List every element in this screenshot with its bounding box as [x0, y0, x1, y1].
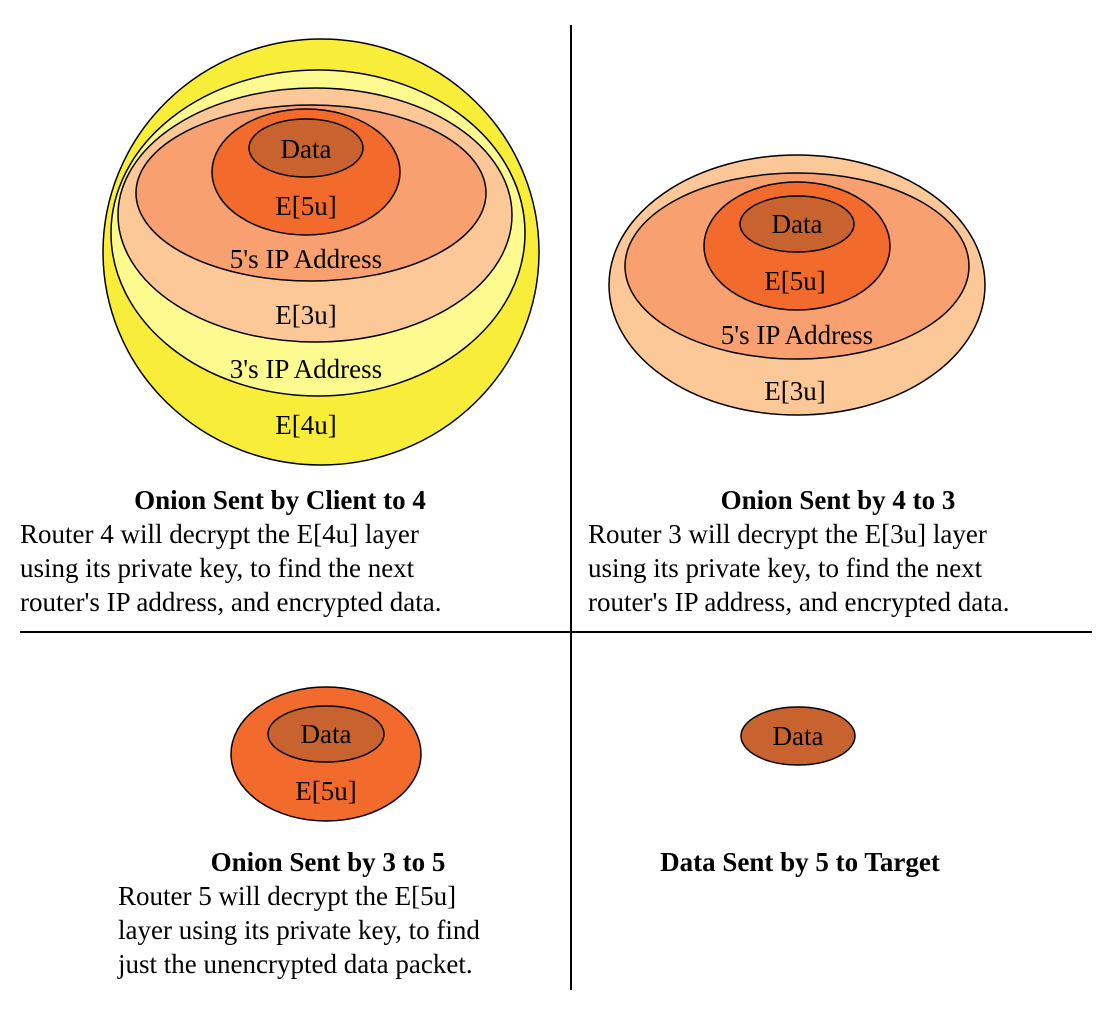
label-data: Data: [772, 209, 823, 239]
layer-data: [740, 706, 856, 766]
label-data: Data: [773, 721, 824, 751]
label-e3u: E[3u]: [275, 300, 336, 330]
caption-3-to-5: Onion Sent by 3 to 5 Router 5 will decry…: [118, 845, 538, 981]
caption-5-to-target: Data Sent by 5 to Target: [620, 845, 980, 879]
onion-client-to-4: Data E[5u] 5's IP Address E[3u] 3's IP A…: [102, 38, 540, 466]
caption-client-to-4: Onion Sent by Client to 4 Router 4 will …: [20, 483, 540, 619]
layer-data: [739, 195, 855, 253]
onion-3-to-5: Data E[5u]: [230, 686, 422, 822]
label-data: Data: [281, 134, 332, 164]
label-e3u: E[3u]: [764, 376, 825, 406]
caption-line: layer using its private key, to find: [118, 915, 480, 945]
label-ip5: 5's IP Address: [721, 320, 873, 350]
label-e4u: E[4u]: [275, 410, 336, 440]
label-e5u: E[5u]: [764, 266, 825, 296]
caption-line: just the unencrypted data packet.: [118, 949, 473, 979]
caption-line: router's IP address, and encrypted data.: [20, 587, 442, 617]
caption-4-to-3: Onion Sent by 4 to 3 Router 3 will decry…: [588, 483, 1088, 619]
caption-line: Router 5 will decrypt the E[5u]: [118, 881, 457, 911]
caption-title: Onion Sent by 3 to 5: [210, 847, 446, 877]
caption-title: Onion Sent by Client to 4: [134, 485, 426, 515]
caption-line: using its private key, to find the next: [20, 553, 415, 583]
label-e5u: E[5u]: [295, 776, 356, 806]
label-ip3: 3's IP Address: [230, 354, 382, 384]
label-e5u: E[5u]: [275, 191, 336, 221]
caption-line: router's IP address, and encrypted data.: [588, 587, 1010, 617]
caption-line: using its private key, to find the next: [588, 553, 983, 583]
layer-data: [267, 705, 385, 763]
onion-5-to-target: Data: [740, 706, 856, 766]
caption-title: Onion Sent by 4 to 3: [720, 485, 956, 515]
caption-line: Router 3 will decrypt the E[3u] layer: [588, 519, 987, 549]
layer-data: [248, 118, 364, 178]
onion-4-to-3: Data E[5u] 5's IP Address E[3u]: [608, 154, 986, 416]
label-ip5: 5's IP Address: [230, 244, 382, 274]
label-data: Data: [301, 719, 352, 749]
caption-line: Router 4 will decrypt the E[4u] layer: [20, 519, 419, 549]
caption-title: Data Sent by 5 to Target: [660, 847, 940, 877]
